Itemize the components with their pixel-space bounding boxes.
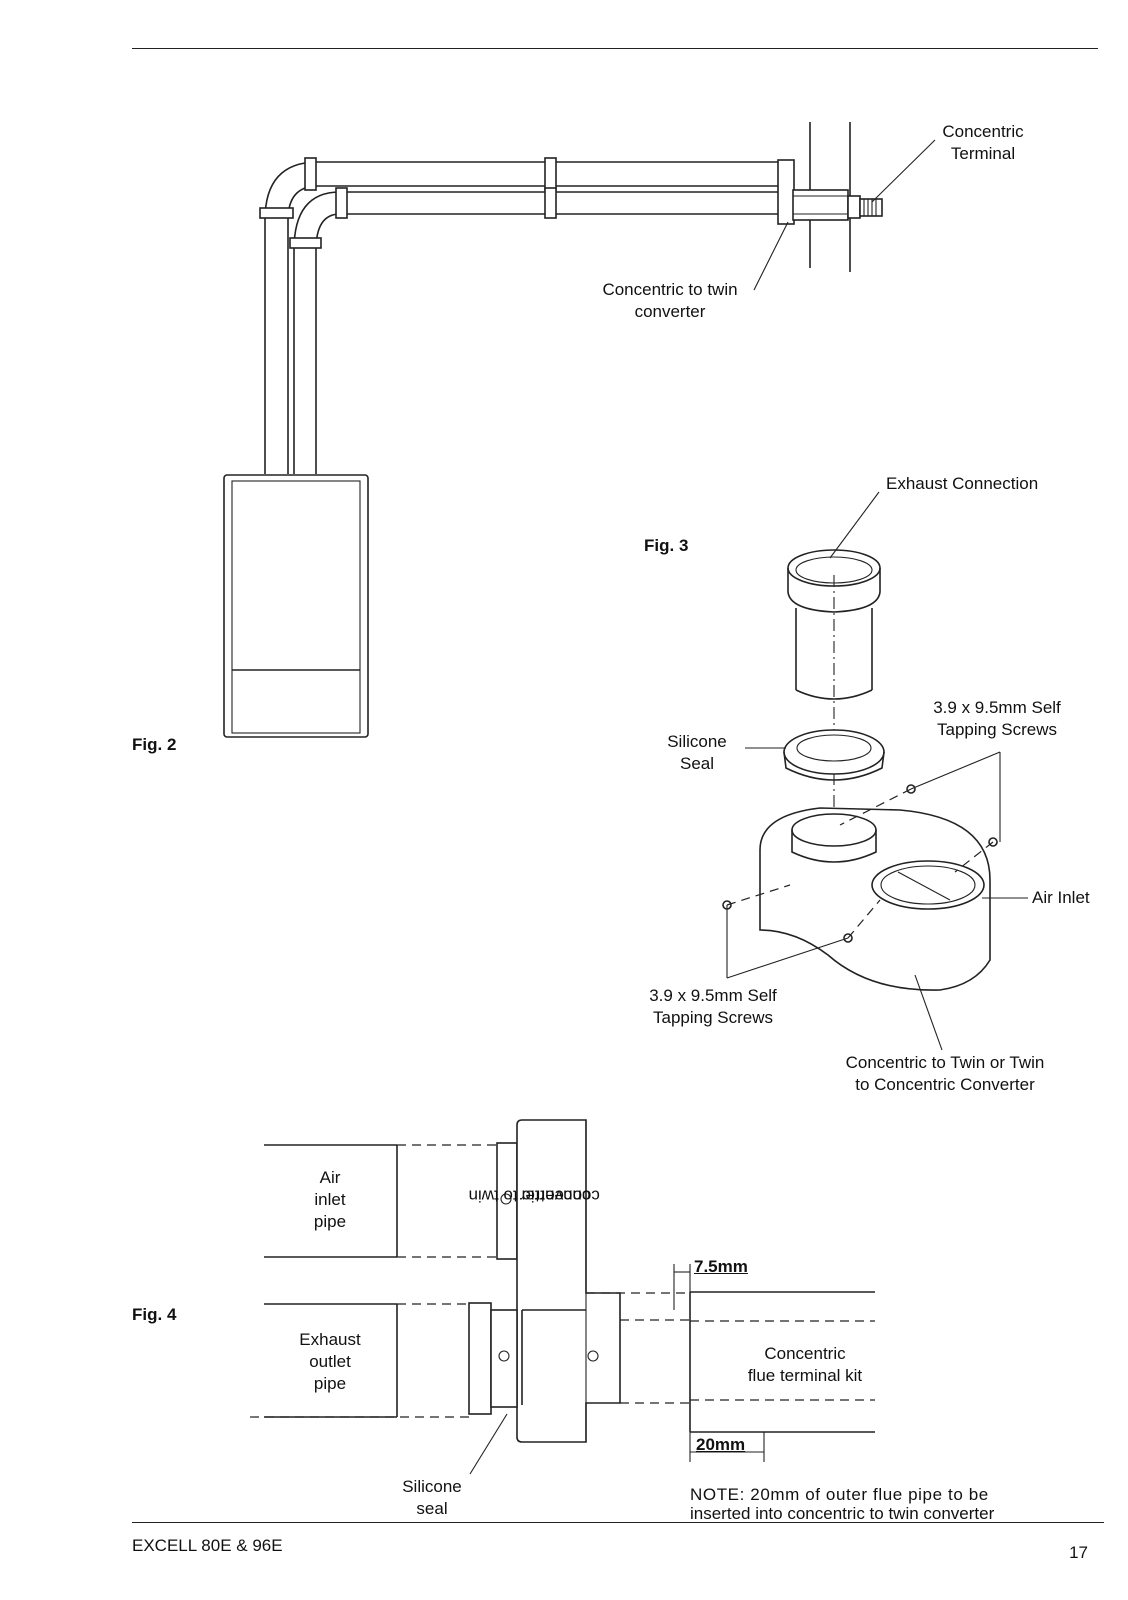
fig3-label: Fig. 3 bbox=[644, 536, 689, 555]
air-inlet-pipe-line2: inlet bbox=[314, 1190, 346, 1209]
exhaust-outlet-pipe-line3: pipe bbox=[313, 1374, 347, 1393]
flue-kit-label: Concentric flue terminal kit bbox=[730, 1343, 880, 1387]
converter-fig3-line1: Concentric to Twin or Twin bbox=[845, 1053, 1045, 1072]
fig3-drawing bbox=[722, 491, 1028, 1051]
concentric-to-twin-line2: converter bbox=[634, 302, 706, 321]
dimension-7-5mm: 7.5mm bbox=[694, 1257, 748, 1276]
screws-top-line2: Tapping Screws bbox=[936, 720, 1057, 739]
header-rule bbox=[132, 48, 1098, 49]
fig4-note: NOTE: 20mm of outer flue pipe to be inse… bbox=[690, 1485, 994, 1523]
silicone-seal-label-fig3: Silicone Seal bbox=[652, 731, 742, 775]
concentric-terminal-line2: Terminal bbox=[950, 144, 1016, 163]
dimension-20mm: 20mm bbox=[696, 1435, 746, 1454]
exhaust-outlet-pipe-line1: Exhaust bbox=[299, 1330, 361, 1349]
screws-top-label: 3.9 x 9.5mm Self Tapping Screws bbox=[912, 697, 1082, 741]
screws-top-line1: 3.9 x 9.5mm Self bbox=[933, 698, 1061, 717]
air-inlet-pipe-line3: pipe bbox=[313, 1212, 347, 1231]
converter-fig3-line2: to Concentric Converter bbox=[855, 1075, 1035, 1094]
exhaust-connection-label: Exhaust Connection bbox=[886, 474, 1039, 493]
concentric-terminal-label: Concentric Terminal bbox=[918, 121, 1048, 165]
silicone-seal-label-fig4: Silicone seal bbox=[392, 1476, 472, 1520]
fig4-label: Fig. 4 bbox=[132, 1305, 177, 1324]
screws-bottom-line2: Tapping Screws bbox=[652, 1008, 773, 1027]
converter-label-fig3: Concentric to Twin or Twin to Concentric… bbox=[820, 1052, 1070, 1096]
footer-title: EXCELL 80E & 96E bbox=[132, 1536, 283, 1555]
screws-bottom-line1: 3.9 x 9.5mm Self bbox=[649, 986, 777, 1005]
page-number: 17 bbox=[1069, 1543, 1088, 1562]
exhaust-outlet-pipe-label: Exhaust outlet pipe bbox=[284, 1329, 376, 1395]
silicone-seal-fig3-line2: Seal bbox=[679, 754, 715, 773]
flue-kit-line2: flue terminal kit bbox=[747, 1366, 863, 1385]
fig2-drawing bbox=[223, 122, 936, 738]
silicone-seal-fig3-line1: Silicone bbox=[667, 732, 727, 751]
silicone-seal-fig4-line1: Silicone bbox=[402, 1477, 462, 1496]
fig2-label: Fig. 2 bbox=[132, 735, 177, 754]
exhaust-outlet-pipe-line2: outlet bbox=[309, 1352, 351, 1371]
fig4-drawing bbox=[250, 1119, 875, 1475]
screws-bottom-label: 3.9 x 9.5mm Self Tapping Screws bbox=[628, 985, 798, 1029]
footer-rule bbox=[132, 1522, 1104, 1523]
converter-vertical-line2: converter bbox=[520, 1186, 591, 1205]
flue-kit-line1: Concentric bbox=[764, 1344, 846, 1363]
concentric-terminal-line1: Concentric bbox=[942, 122, 1024, 141]
converter-vertical-label: concentric to twin converter bbox=[469, 1093, 600, 1298]
silicone-seal-fig4-line2: seal bbox=[416, 1499, 448, 1518]
air-inlet-pipe-label: Air inlet pipe bbox=[290, 1167, 370, 1233]
fig4-note-line1: NOTE: 20mm of outer flue pipe to be bbox=[690, 1485, 989, 1504]
fig4-note-line2: inserted into concentric to twin convert… bbox=[690, 1504, 995, 1523]
air-inlet-pipe-line1: Air bbox=[319, 1168, 341, 1187]
concentric-to-twin-line1: Concentric to twin bbox=[602, 280, 738, 299]
air-inlet-label: Air Inlet bbox=[1032, 888, 1090, 907]
concentric-to-twin-label: Concentric to twin converter bbox=[590, 279, 750, 323]
